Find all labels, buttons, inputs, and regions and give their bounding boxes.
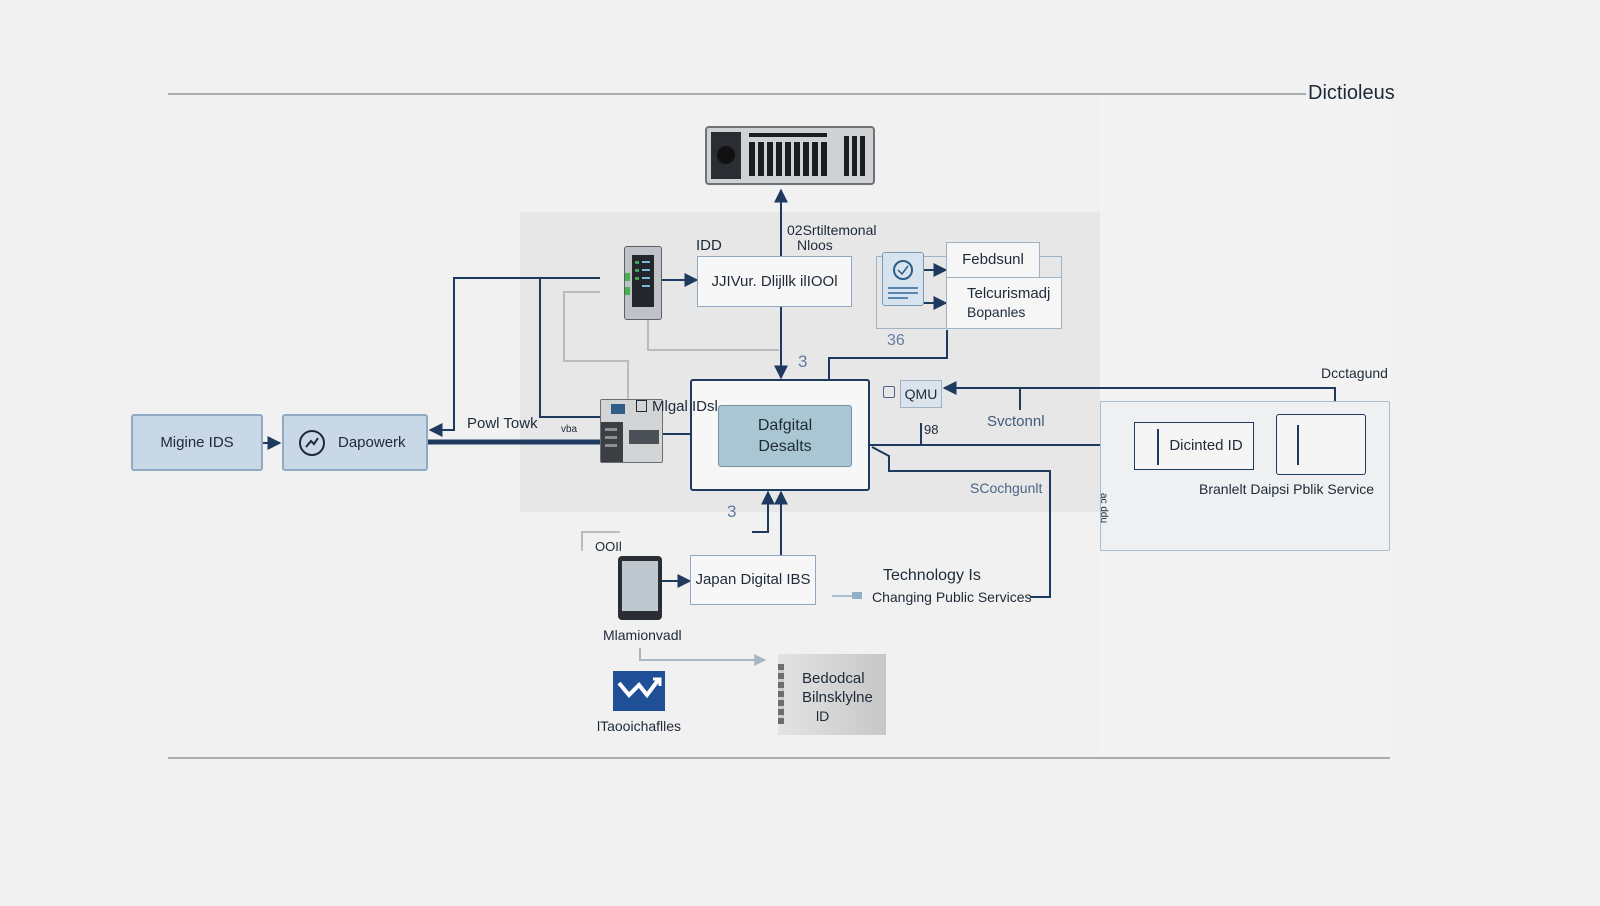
dapowerk-label: Dapowerk [338,433,406,451]
gray-link-router [563,291,629,400]
dafgital-node[interactable]: Dafgital Desalts [718,405,852,467]
gray-arrow-bottom [639,648,767,666]
link-router-branch [539,278,600,418]
tablet-screen [622,561,658,611]
mlgal-device-icon [600,399,663,463]
router-device-icon [624,246,662,320]
telcurismadj-node[interactable]: Telcurismadj Bopanles [946,277,1062,329]
japan-digital-label: Japan Digital IBS [695,571,811,588]
bedodcal-label-1: Bedodcal [802,670,865,687]
technology-line-2: Changing Public Services [872,589,1032,605]
footer-rule [168,757,1390,759]
bedodcal-node[interactable]: Bedodcal Bilnsklylne lD [778,654,886,735]
vertical-label: ac ddu [1098,493,1109,524]
digital-id-card[interactable] [1276,414,1366,475]
bopanles-label: Bopanles [967,304,1026,320]
small-98-label: 98 [924,422,939,437]
header-rule [168,93,1306,95]
branlelt-caption: Branlelt Daipsi Pblik Service [1199,481,1375,497]
technology-line-1: Technology Is [883,567,981,584]
telcurismadj-label: Telcurismadj [967,285,1051,302]
dafgital-label-2: Desalts [758,438,812,455]
digital-id-divider [1157,429,1159,465]
phone-device-icon [882,252,924,306]
chart-logo-icon [613,671,665,711]
mlamionvadl-label: Mlamionvadl [603,627,682,643]
image-icon [883,386,895,398]
migine-ids-label: Migine IDS [160,433,234,451]
qmu-node[interactable]: QMU [900,380,942,408]
server-rack-icon [705,126,875,185]
mlgal-label: Mlgal IDsl [652,398,718,415]
link-dafgital-febdsunl [828,330,948,380]
japan-digital-node[interactable]: Japan Digital IBS [690,555,816,605]
febdsunl-node[interactable]: Febdsunl [946,242,1040,278]
digital-id-node[interactable]: Dicinted ID [1134,422,1254,470]
num-36: 36 [887,332,905,349]
link-dapowerk-router [428,277,600,437]
gray-link-ool [581,531,620,551]
dccatgund-label: Dcctagund [1321,365,1388,381]
tech-marker [852,592,862,599]
link-jog [871,446,1051,598]
dafgital-label-1: Dafgital [757,417,813,434]
svctonnl-label: Svctonnl [987,413,1045,430]
pow-tow-label: Powl Towk [467,415,538,432]
gray-link-mid [647,320,779,351]
migine-ids-node[interactable]: Migine IDS [131,414,263,471]
num-3-top: 3 [798,352,808,371]
arrow-bottom-3 [752,490,775,533]
ool-label: OOIl [595,539,622,554]
digital-id-label: Dicinted ID [1169,437,1243,454]
jvur-label: JJIVur. Dlijllk ilIOOl [711,272,838,290]
num-3-bottom: 3 [727,502,737,521]
server-top-label-2: Nloos [797,237,833,253]
server-top-label-1: 02Srtiltemonal [787,222,877,238]
bedodcal-label-3: lD [816,708,830,724]
gauge-icon [298,429,326,457]
tacoichaflles-label: lTaooichaflles [597,718,682,734]
mlgal-check-icon [636,400,647,412]
idd-label: IDD [696,237,722,254]
header-title: Dictioleus [1308,82,1395,104]
bedodcal-stripe [778,664,784,724]
dapowerk-node[interactable]: Dapowerk [282,414,428,471]
jvur-node[interactable]: JJIVur. Dlijllk ilIOOl [697,256,852,307]
febdsunl-label: Febdsunl [962,251,1024,268]
qmu-label: QMU [904,386,938,402]
tablet-icon [618,556,662,620]
bedodcal-label-2: Bilnsklylne [802,689,873,706]
card-divider [1297,425,1299,465]
small-label-left: vba [561,424,578,435]
schogunlt-label: SCochgunlt [970,480,1043,496]
